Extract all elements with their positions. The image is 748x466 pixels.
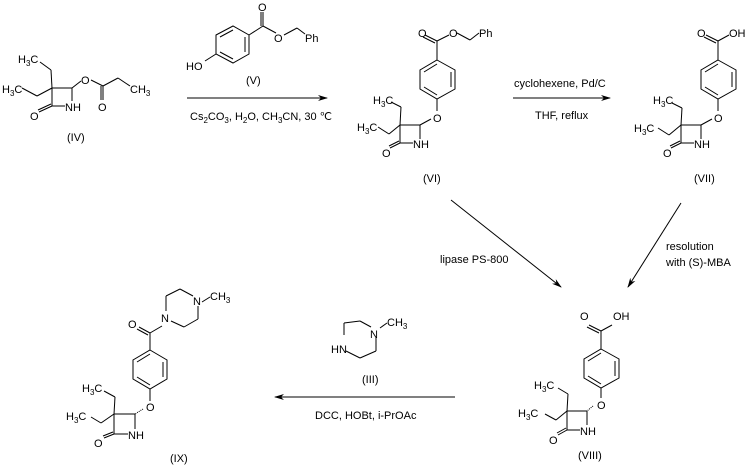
compound-label-vii: (VII) xyxy=(694,173,715,185)
vi-o-ether: O xyxy=(433,113,442,125)
v-ph: Ph xyxy=(305,33,318,45)
arrow-diagonal-right xyxy=(450,199,562,288)
reaction-step-2: cyclohexene, Pd/C THF, reflux xyxy=(513,78,611,122)
compound-label-vi: (VI) xyxy=(423,173,441,185)
ix-h3c-left: H3C xyxy=(66,411,86,425)
iii-n: N xyxy=(370,329,378,341)
step2-reagent-below: THF, reflux xyxy=(535,110,589,122)
iv-ch3: CH3 xyxy=(130,84,151,98)
ix-n-amide: N xyxy=(161,313,169,325)
compound-vi: O O Ph O H3C H3C NH O (VI) xyxy=(357,28,492,185)
reaction-step-4: resolution with (S)-MBA xyxy=(627,202,731,288)
v-o-ester: O xyxy=(274,33,283,45)
viii-h3c-top: H3C xyxy=(534,380,554,394)
compound-label-viii: (VIII) xyxy=(578,450,602,462)
step4-reagent-line2: with (S)-MBA xyxy=(665,257,731,269)
step5-reagents: DCC, HOBt, i-PrOAc xyxy=(315,410,417,422)
compound-iii: N CH3 HN (III) xyxy=(331,317,408,386)
viii-h3c-left: H3C xyxy=(518,408,538,422)
viii-oh: OH xyxy=(613,311,630,323)
compound-label-ix: (IX) xyxy=(170,453,188,465)
vii-oh: OH xyxy=(729,28,746,40)
viii-o-ether: O xyxy=(597,400,606,412)
vi-ph: Ph xyxy=(479,28,492,40)
iv-o-ether: O xyxy=(81,75,90,87)
compound-label-v: (V) xyxy=(246,75,261,87)
vi-nh: NH xyxy=(413,139,429,151)
vii-h3c-left: H3C xyxy=(634,123,654,137)
v-ho: HO xyxy=(186,61,203,73)
iv-o-lactam: O xyxy=(30,111,39,123)
step3-reagent: lipase PS-800 xyxy=(440,254,509,266)
ix-n-methyl: N xyxy=(193,296,201,308)
vi-o-ester: O xyxy=(449,28,458,40)
compound-iv: H3C H3C O O CH3 NH O (IV) xyxy=(2,54,151,144)
ix-nh: NH xyxy=(128,430,144,442)
step1-reagents: Cs2CO3, H2O, CH3CN, 30 ℃ xyxy=(190,111,332,125)
ix-o-carbonyl: O xyxy=(128,319,137,331)
vi-h3c-top: H3C xyxy=(373,95,393,109)
compound-label-iii: (III) xyxy=(362,374,379,386)
viii-nh: NH xyxy=(580,426,596,438)
iii-hn: HN xyxy=(331,344,347,356)
vii-o-carbonyl: O xyxy=(697,28,706,40)
reaction-step-3: lipase PS-800 xyxy=(440,199,562,288)
compound-v: O O Ph HO (V) xyxy=(186,2,318,87)
vi-o-lactam: O xyxy=(382,148,391,160)
step2-reagent-above: cyclohexene, Pd/C xyxy=(514,78,606,90)
arrow-diagonal-left xyxy=(627,202,682,288)
compound-viii: O OH O H3C H3C NH O (VIII) xyxy=(518,311,630,462)
viii-o-carbonyl: O xyxy=(580,311,589,323)
ix-h3c-top: H3C xyxy=(82,383,102,397)
iv-h3c-top: H3C xyxy=(18,54,38,68)
iv-nh: NH xyxy=(65,102,81,114)
vii-nh: NH xyxy=(694,139,710,151)
ix-o-ether: O xyxy=(146,402,155,414)
compound-vii: O OH O H3C H3C NH O (VII) xyxy=(634,28,746,185)
reaction-step-5: DCC, HOBt, i-PrOAc xyxy=(274,394,455,422)
v-o-carbonyl: O xyxy=(258,2,267,14)
vii-h3c-top: H3C xyxy=(653,95,673,109)
step4-reagent-line1: resolution xyxy=(666,241,714,253)
compound-ix: N CH3 N O O H3C H3C NH O (IX) xyxy=(66,288,231,465)
ix-ch3: CH3 xyxy=(210,291,231,305)
viii-o-lactam: O xyxy=(549,435,558,447)
iv-h3c-left: H3C xyxy=(2,84,22,98)
reaction-step-1: Cs2CO3, H2O, CH3CN, 30 ℃ xyxy=(187,95,332,125)
vi-h3c-left: H3C xyxy=(357,122,377,136)
iii-ch3: CH3 xyxy=(387,317,408,331)
ix-o-lactam: O xyxy=(94,438,103,450)
compound-label-iv: (IV) xyxy=(67,132,85,144)
vii-o-ether: O xyxy=(714,113,723,125)
vi-o-carbonyl: O xyxy=(418,28,427,40)
iv-o-carbonyl: O xyxy=(98,102,107,114)
vii-o-lactam: O xyxy=(663,148,672,160)
